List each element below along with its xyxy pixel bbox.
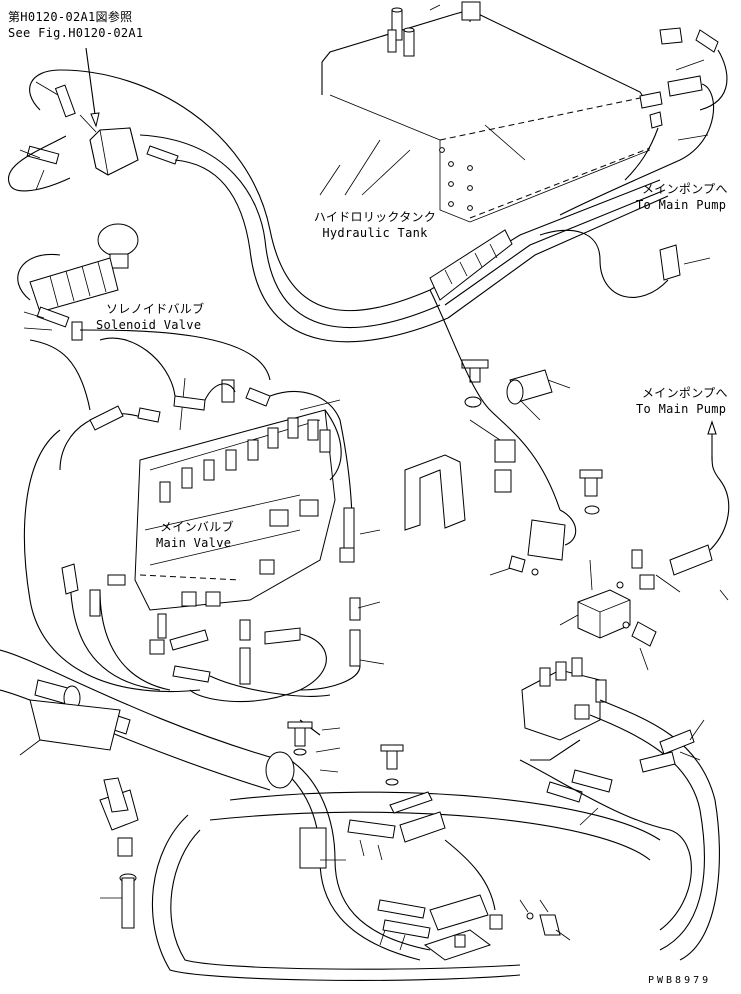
hydraulic-tank [319, 1, 651, 223]
tank-filler-caps [387, 1, 481, 57]
pump-line-fittings [539, 27, 728, 298]
solenoid-valve-label-en: Solenoid Valve [96, 318, 202, 332]
lower-right-valve [519, 657, 720, 961]
pump-arrow-icon [707, 420, 717, 435]
to-main-pump-label-1-en: To Main Pump [636, 198, 727, 212]
to-main-pump-label-2-en: To Main Pump [636, 402, 727, 416]
manifold-block [559, 420, 730, 671]
main-valve [59, 377, 342, 611]
to-main-pump-label-2-ja: メインポンプへ [642, 386, 728, 400]
solenoid-valve [17, 223, 139, 341]
reference-label-ja: 第H0120-02A1図参照 [8, 10, 133, 24]
tank-ports [439, 147, 473, 211]
bracket-clamp-group [404, 289, 577, 576]
main-valve-hoses [23, 329, 385, 703]
main-valve-spools [159, 417, 331, 607]
reference-label-en: See Fig.H0120-02A1 [8, 26, 144, 40]
to-main-pump-label-1-ja: メインポンプへ [642, 182, 728, 196]
return-hose-bundle [59, 69, 669, 343]
drawing-number: PWB8979 [648, 975, 712, 986]
reference-leader-line [85, 47, 97, 123]
reference-arrow-icon [90, 112, 100, 128]
reference-valve-assembly [7, 69, 179, 192]
hydraulic-tank-label-ja: ハイドロリックタンク [313, 210, 437, 224]
lower-center-bracket [287, 721, 571, 961]
hydraulic-tank-label-en: Hydraulic Tank [322, 226, 428, 240]
main-valve-label-ja: メインバルブ [160, 520, 234, 534]
lower-left-hoses [0, 649, 661, 981]
main-valve-label-en: Main Valve [156, 536, 232, 550]
solenoid-valve-label-ja: ソレノイドバルブ [106, 302, 205, 316]
